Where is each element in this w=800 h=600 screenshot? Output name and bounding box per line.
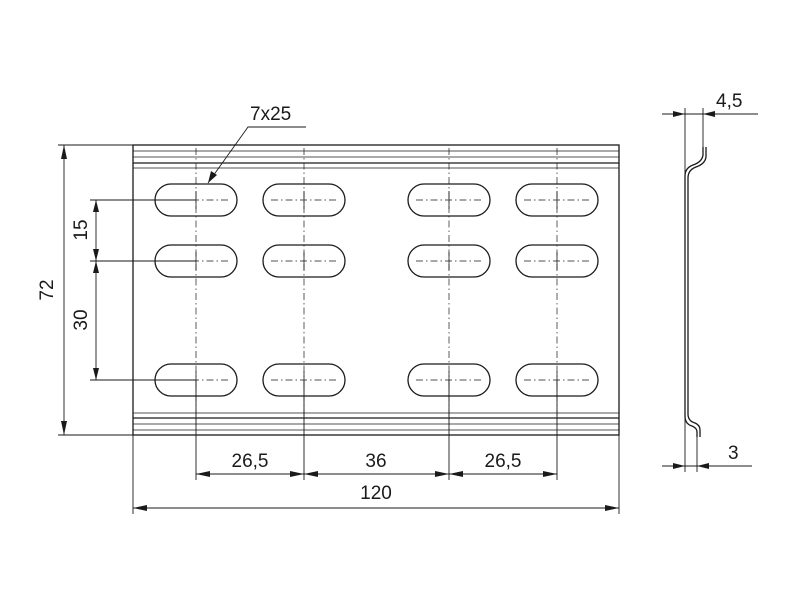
slot-hole bbox=[262, 183, 346, 217]
dimension-arrow bbox=[449, 471, 463, 477]
profile-outline-inner bbox=[687, 147, 707, 437]
span-left-label: 26,5 bbox=[232, 451, 269, 472]
profile-outline-outer bbox=[684, 147, 704, 437]
span-middle-label: 36 bbox=[365, 451, 386, 472]
dimension-arrow bbox=[133, 505, 147, 511]
dimension-arrow bbox=[697, 463, 709, 469]
total-width-dimension: 120 bbox=[132, 435, 620, 514]
slot-hole bbox=[515, 244, 599, 278]
dimension-arrow bbox=[703, 111, 715, 117]
side-profile-view: 4,5 3 bbox=[662, 91, 758, 472]
dimension-arrow bbox=[93, 368, 99, 380]
dimension-arrow bbox=[61, 145, 67, 159]
span-right-label: 26,5 bbox=[485, 451, 522, 472]
row-spacing-bottom-label: 30 bbox=[71, 309, 92, 330]
dimension-arrow bbox=[93, 249, 99, 261]
slot-hole bbox=[262, 244, 346, 278]
plate-outline bbox=[132, 144, 620, 436]
slot-size-label: 7x25 bbox=[250, 104, 291, 125]
dimension-arrow bbox=[605, 505, 619, 511]
leader-arrow bbox=[208, 171, 217, 183]
slot-hole bbox=[407, 244, 491, 278]
plate-front-view bbox=[132, 144, 620, 436]
slot-hole bbox=[515, 183, 599, 217]
dimension-arrow bbox=[93, 200, 99, 212]
height-label: 72 bbox=[37, 279, 58, 300]
dimension-arrow bbox=[435, 471, 449, 477]
slot-size-callout: 7x25 bbox=[207, 104, 306, 184]
slot-group bbox=[154, 183, 599, 397]
dimension-arrow bbox=[290, 471, 304, 477]
thickness-label: 3 bbox=[728, 443, 739, 464]
leader-line bbox=[207, 126, 306, 184]
slot-hole bbox=[407, 183, 491, 217]
dimension-arrow bbox=[196, 471, 210, 477]
flange-width-label: 4,5 bbox=[716, 91, 742, 112]
dimension-arrow bbox=[673, 463, 685, 469]
column-spacing-dimensions: 26,5 36 26,5 bbox=[195, 380, 558, 480]
dimension-arrow bbox=[673, 111, 685, 117]
dimension-arrow bbox=[93, 261, 99, 273]
dimension-arrow bbox=[61, 421, 67, 435]
dimension-arrow bbox=[304, 471, 318, 477]
total-width-label: 120 bbox=[360, 483, 392, 504]
row-spacing-dimensions: 15 30 bbox=[71, 199, 196, 381]
dimension-arrow bbox=[543, 471, 557, 477]
height-dimension: 72 bbox=[37, 144, 133, 436]
row-spacing-top-label: 15 bbox=[71, 219, 92, 240]
